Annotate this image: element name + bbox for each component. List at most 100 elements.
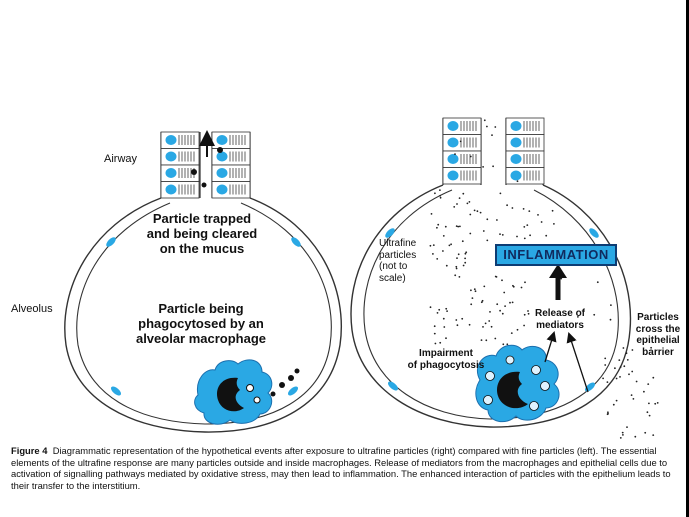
ultrafine-particle — [494, 126, 497, 128]
ultrafine-particle — [480, 339, 483, 341]
ultrafine-particle — [439, 189, 441, 192]
ultrafine-particle — [470, 289, 472, 292]
ultrafine-particle — [481, 299, 484, 302]
ultrafine-particle — [445, 264, 448, 267]
particle — [279, 382, 285, 388]
particle — [201, 182, 207, 188]
ultrafine-particle — [607, 412, 609, 415]
right-edge-bar — [686, 0, 689, 517]
cell-nucleus — [510, 137, 522, 148]
ultrafine-particle — [626, 426, 628, 428]
ultrafine-particle — [545, 234, 548, 237]
ultrafine-particle — [465, 251, 468, 254]
right-arrows — [544, 264, 589, 393]
ultrafine-particle — [619, 437, 622, 439]
ultrafine-particles — [429, 119, 659, 439]
ultrafine-particle — [432, 244, 435, 247]
ultrafine-particle — [511, 207, 514, 209]
ultrafine-particle — [623, 365, 626, 368]
ultrafine-particle — [499, 233, 501, 236]
ultrafine-particle — [523, 237, 526, 240]
ultrafine-particle — [626, 359, 629, 361]
ultrafine-particle — [473, 209, 476, 212]
ultrafine-particle — [512, 285, 515, 288]
ultrafine-particle — [454, 274, 457, 277]
ultrafine-particle — [442, 317, 445, 320]
ultrafine-particle — [461, 240, 464, 243]
ultrafine-particle — [489, 311, 491, 313]
inflammation-box: INFLAMMATION — [495, 244, 617, 266]
particle — [288, 375, 294, 381]
ultrafine-particle — [448, 244, 451, 247]
ultrafine-particle — [499, 309, 501, 312]
ultrafine-particle — [631, 349, 634, 351]
ultrafine-particle — [436, 258, 439, 260]
cell-nucleus — [165, 184, 177, 195]
cell-nucleus — [447, 137, 459, 148]
ultrafine-particle — [462, 192, 465, 195]
ultrafine-particle — [650, 346, 652, 349]
ultrafine-particle — [606, 381, 609, 383]
ultrafine-particle — [482, 230, 485, 232]
phagocytosed-particle — [216, 377, 244, 412]
ultrafine-particle — [628, 373, 630, 376]
ultrafine-particle — [490, 325, 493, 328]
ultrafine-particle — [468, 201, 471, 203]
ultrafine-particle — [625, 352, 628, 355]
particle — [253, 396, 261, 404]
epithelial-cell — [589, 228, 599, 238]
ultrafine-particle — [468, 323, 471, 326]
ultrafine-particle — [482, 326, 484, 328]
ultrafine-particle — [516, 328, 519, 331]
ultrafine-particle — [437, 223, 440, 226]
ultrafine-particle — [551, 209, 554, 212]
ultrafine-particle — [553, 223, 555, 225]
ultrafine-particle — [503, 291, 506, 294]
ultrafine-particle — [529, 234, 531, 237]
ultrafine-particle — [652, 376, 655, 379]
ultrafine-particle — [434, 192, 436, 195]
ultrafine-particle — [516, 235, 518, 238]
right-airway-epithelium — [442, 117, 545, 185]
right-alveolus-wall-inner — [363, 189, 619, 420]
left-airway-epithelium — [160, 131, 251, 199]
ultrafine-particle — [614, 367, 616, 370]
particle — [294, 368, 300, 374]
ultrafine-particle — [439, 341, 442, 344]
ultrafine-particle — [462, 264, 465, 267]
ultrafine-particle — [474, 290, 477, 293]
epithelial-cell — [291, 237, 301, 247]
ultrafine-particle — [501, 234, 504, 236]
cell-nucleus — [216, 168, 228, 178]
ultrafine-particle — [486, 125, 488, 128]
cell-nucleus — [447, 170, 459, 181]
left-airway-particles — [191, 130, 223, 188]
ultrafine-particle — [453, 206, 456, 208]
ultrafine-particle — [442, 235, 445, 237]
epithelial-cell — [111, 386, 121, 396]
ultrafine-particle — [499, 192, 502, 195]
ultrafine-particle — [438, 308, 441, 311]
cell-nucleus — [447, 154, 459, 164]
ultrafine-particle — [656, 402, 659, 404]
ultrafine-particle — [482, 166, 484, 168]
ultrafine-particle — [621, 431, 624, 434]
ultrafine-particle — [444, 225, 447, 228]
ultrafine-particle — [506, 204, 508, 207]
ultrafine-particle — [473, 288, 476, 291]
ultrafine-particle — [612, 403, 615, 406]
ultrafine-particle — [615, 377, 618, 380]
ultrafine-particle — [436, 312, 439, 314]
left-alveolus-wall-inner — [76, 202, 332, 425]
ultrafine-particle — [602, 377, 604, 380]
ultrafine-particle — [455, 265, 458, 268]
ultrafine-particle — [479, 211, 482, 214]
ultrafine-particle — [464, 257, 466, 260]
ultrafine-particle — [604, 364, 607, 366]
ultrafine-particle — [615, 399, 618, 402]
ultrafine-particle — [560, 277, 563, 280]
